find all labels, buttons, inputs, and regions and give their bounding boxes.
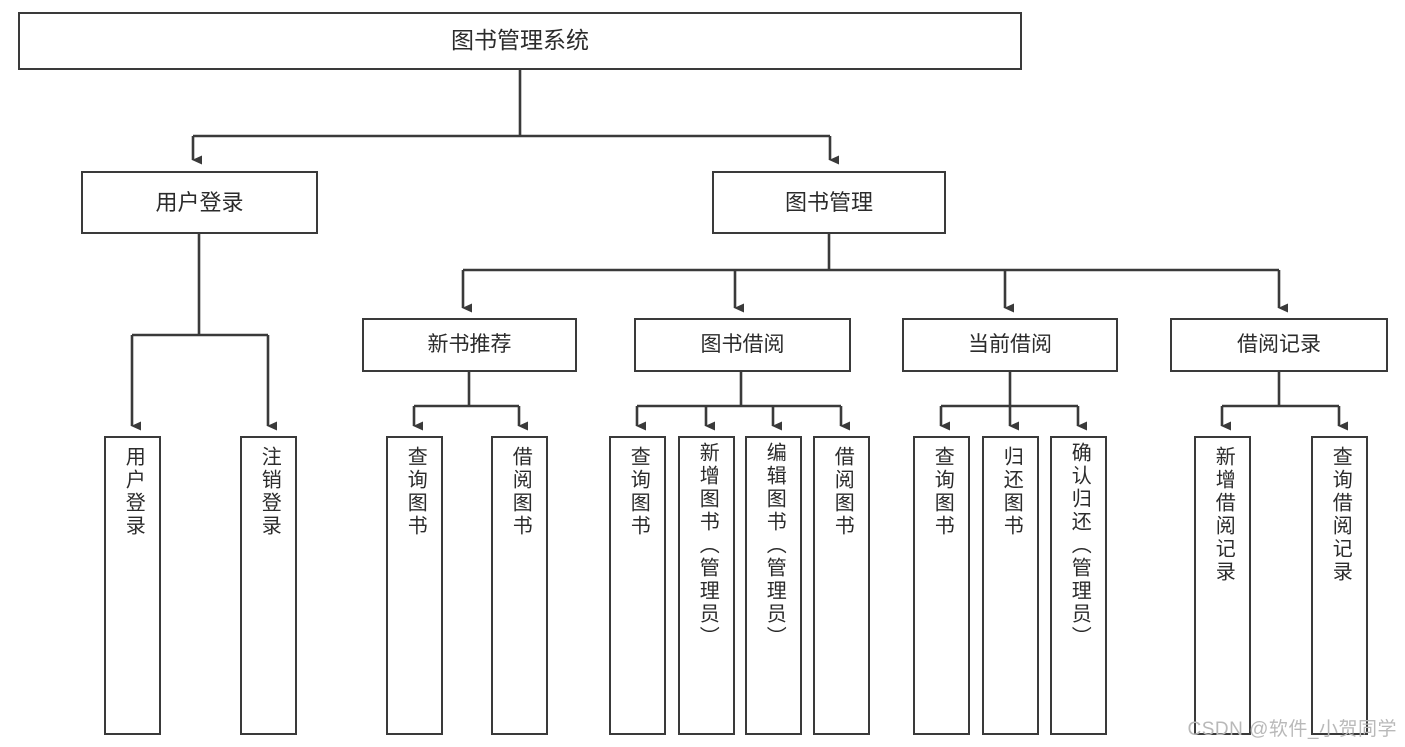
node-label: 归还图书 [1000, 446, 1023, 538]
node-user-login[interactable]: 用户登录 [81, 171, 318, 234]
node-current-borrow[interactable]: 当前借阅 [902, 318, 1118, 372]
node-label: 当前借阅 [968, 332, 1052, 356]
node-leaf-add-book[interactable]: 新增图书（管理员） [678, 436, 735, 735]
node-new-book-recommend[interactable]: 新书推荐 [362, 318, 577, 372]
node-label: 借阅图书 [509, 446, 532, 538]
node-leaf-confirm-return[interactable]: 确认归还（管理员） [1050, 436, 1107, 735]
node-book-manage[interactable]: 图书管理 [712, 171, 946, 234]
csdn-watermark: CSDN @软件_小贺同学 [1187, 719, 1397, 740]
node-leaf-add-record[interactable]: 新增借阅记录 [1194, 436, 1251, 735]
node-label: 借阅记录 [1237, 332, 1321, 356]
node-label: 编辑图书（管理员） [763, 442, 786, 649]
node-book-borrow[interactable]: 图书借阅 [634, 318, 851, 372]
node-label: 新增借阅记录 [1212, 446, 1235, 584]
node-label: 图书管理 [784, 189, 873, 215]
node-label: 图书借阅 [700, 332, 785, 356]
node-label: 图书管理系统 [451, 27, 589, 54]
node-leaf-query-book-1[interactable]: 查询图书 [386, 436, 443, 735]
node-borrow-record[interactable]: 借阅记录 [1170, 318, 1388, 372]
node-label: 确认归还（管理员） [1068, 442, 1091, 649]
node-leaf-borrow-book-2[interactable]: 借阅图书 [813, 436, 870, 735]
node-label: 查询图书 [627, 446, 650, 538]
node-label: 查询图书 [404, 446, 427, 538]
node-leaf-user-login[interactable]: 用户登录 [104, 436, 161, 735]
node-label: 借阅图书 [831, 446, 854, 538]
node-label: 用户登录 [155, 189, 244, 215]
node-leaf-return-book[interactable]: 归还图书 [982, 436, 1039, 735]
node-label: 新增图书（管理员） [696, 442, 719, 649]
node-label: 注销登录 [258, 446, 281, 538]
node-root-system[interactable]: 图书管理系统 [18, 12, 1022, 70]
node-leaf-edit-book[interactable]: 编辑图书（管理员） [745, 436, 802, 735]
node-leaf-query-record[interactable]: 查询借阅记录 [1311, 436, 1368, 735]
node-leaf-logout[interactable]: 注销登录 [240, 436, 297, 735]
node-label: 新书推荐 [427, 332, 512, 356]
node-leaf-borrow-book-1[interactable]: 借阅图书 [491, 436, 548, 735]
node-label: 查询借阅记录 [1329, 446, 1352, 584]
node-leaf-query-book-2[interactable]: 查询图书 [609, 436, 666, 735]
node-label: 用户登录 [122, 446, 145, 538]
node-leaf-query-book-3[interactable]: 查询图书 [913, 436, 970, 735]
node-label: 查询图书 [931, 446, 954, 538]
